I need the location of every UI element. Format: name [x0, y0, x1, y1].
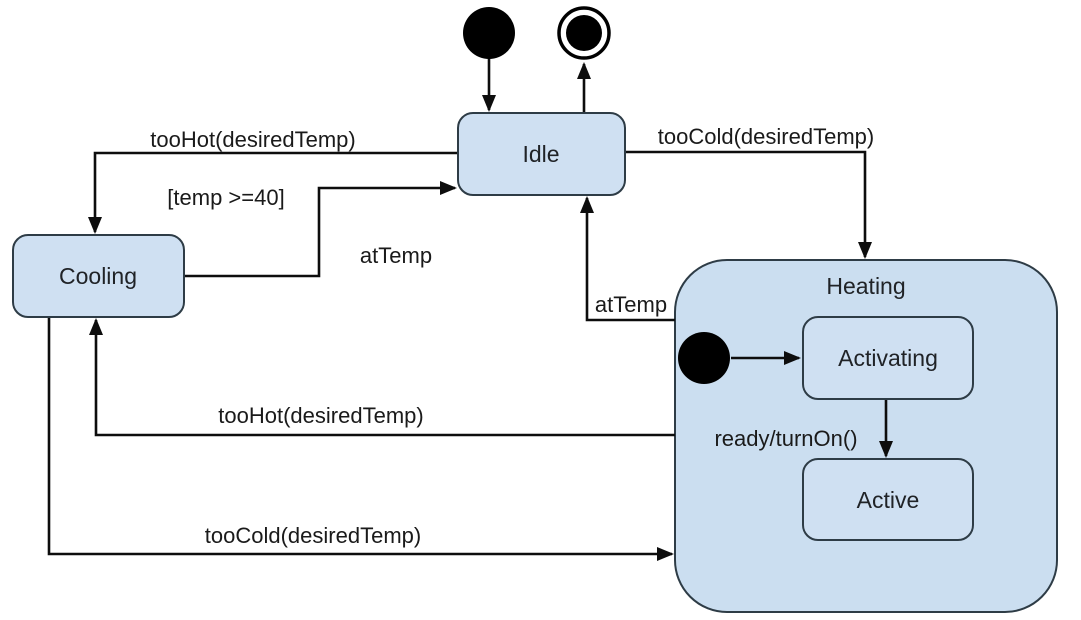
- label-idle-to-cooling: tooHot(desiredTemp): [150, 127, 355, 152]
- label-idle-to-heating: tooCold(desiredTemp): [658, 124, 874, 149]
- state-cooling[interactable]: [12, 234, 185, 318]
- label-heating-to-idle: atTemp: [595, 292, 667, 317]
- state-cooling-label: Cooling: [59, 263, 137, 289]
- label-heating-to-cooling: tooHot(desiredTemp): [218, 403, 423, 428]
- state-idle-label: Idle: [522, 141, 559, 167]
- initial-state-icon[interactable]: [463, 7, 515, 59]
- state-active-label: Active: [857, 487, 920, 513]
- state-idle[interactable]: [457, 112, 626, 196]
- final-state-icon[interactable]: [557, 6, 611, 60]
- state-activating-label: Activating: [838, 345, 938, 371]
- label-cooling-to-idle-guard: [temp >=40]: [167, 185, 284, 210]
- transition-cooling-to-heating: [47, 317, 674, 561]
- transition-heating-to-cooling: [89, 318, 675, 437]
- heating-initial-state-icon[interactable]: [678, 332, 730, 384]
- transition-idle-to-heating: [625, 150, 872, 259]
- label-activating-to-active: ready/turnOn(): [714, 426, 857, 451]
- label-cooling-to-idle-event: atTemp: [360, 243, 432, 268]
- state-heating-label: Heating: [826, 273, 905, 299]
- transition-heating-to-idle: [580, 196, 675, 322]
- state-activating[interactable]: [802, 316, 974, 400]
- final-state-inner-dot: [566, 15, 602, 51]
- label-cooling-to-heating: tooCold(desiredTemp): [205, 523, 421, 548]
- state-active[interactable]: [802, 458, 974, 541]
- transition-cooling-to-idle: [184, 181, 457, 278]
- transition-idle-to-cooling: [88, 151, 458, 234]
